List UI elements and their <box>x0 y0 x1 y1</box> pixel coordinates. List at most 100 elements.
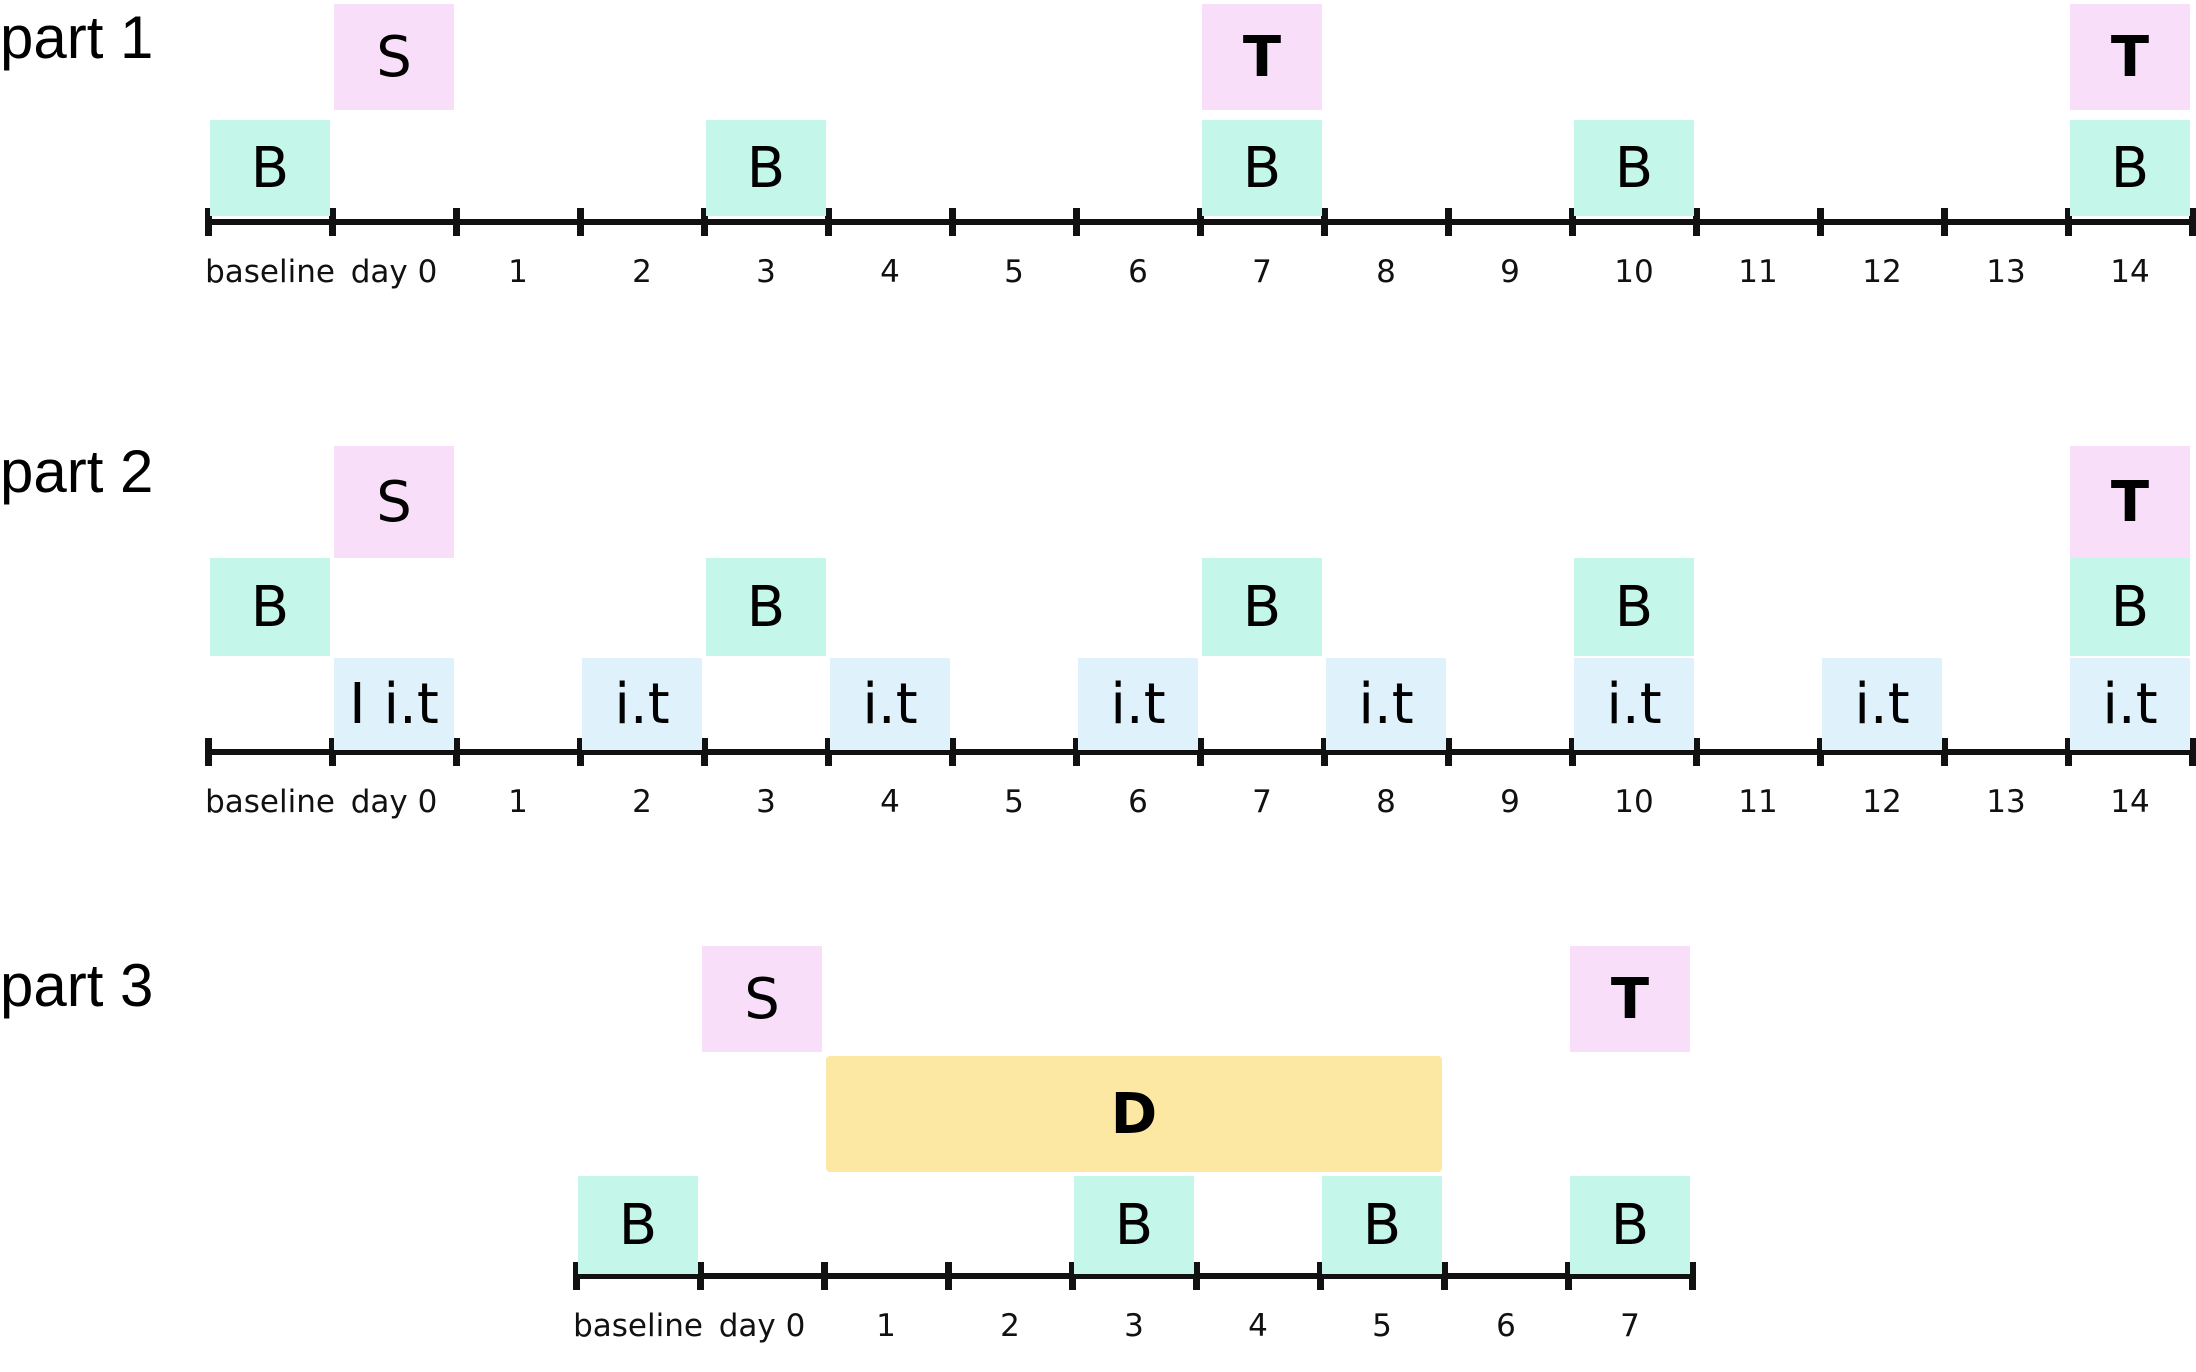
event-box-b: B <box>706 558 826 656</box>
day-label: 7 <box>1252 784 1272 820</box>
axis-tick <box>577 208 584 236</box>
event-box-it: i.t <box>830 658 950 750</box>
day-label: 3 <box>756 784 776 820</box>
day-label: 11 <box>1738 254 1778 290</box>
axis-tick <box>1321 208 1328 236</box>
event-box-b: B <box>2070 558 2190 656</box>
event-box-b: B <box>578 1176 698 1274</box>
axis-tick <box>329 208 336 236</box>
day-label: 5 <box>1004 254 1024 290</box>
day-label: 12 <box>1862 254 1902 290</box>
event-box-t: T <box>2070 4 2190 110</box>
axis-tick <box>2189 208 2196 236</box>
day-label: 7 <box>1620 1308 1640 1344</box>
axis-tick <box>1073 208 1080 236</box>
axis-tick <box>1693 208 1700 236</box>
event-box-it: i.t <box>1822 658 1942 750</box>
event-box-b: B <box>210 120 330 216</box>
day-label: 8 <box>1376 254 1396 290</box>
event-box-b: B <box>2070 120 2190 216</box>
axis-tick <box>701 738 708 766</box>
axis-tick <box>1317 1262 1324 1290</box>
day-label: 4 <box>880 784 900 820</box>
day-label: 2 <box>632 784 652 820</box>
event-box-b: B <box>1322 1176 1442 1274</box>
axis-tick <box>1569 208 1576 236</box>
day-label: day 0 <box>718 1308 806 1344</box>
day-label: 9 <box>1500 254 1520 290</box>
axis-tick <box>1565 1262 1572 1290</box>
axis-tick <box>1941 738 1948 766</box>
axis-tick <box>1817 738 1824 766</box>
event-box-b: B <box>1574 558 1694 656</box>
event-box-b: B <box>1570 1176 1690 1274</box>
event-box-it: i.t <box>1574 658 1694 750</box>
axis-tick <box>949 738 956 766</box>
day-label: 3 <box>1124 1308 1144 1344</box>
day-label: 3 <box>756 254 776 290</box>
day-label: baseline <box>205 254 335 290</box>
day-label: 12 <box>1862 784 1902 820</box>
event-box-t: T <box>1202 4 1322 110</box>
event-box-s: S <box>334 4 454 110</box>
axis-tick <box>2065 208 2072 236</box>
day-label: 4 <box>880 254 900 290</box>
axis-tick <box>1193 1262 1200 1290</box>
axis-tick <box>1817 208 1824 236</box>
axis-tick <box>453 738 460 766</box>
day-label: 2 <box>632 254 652 290</box>
axis-tick <box>825 208 832 236</box>
event-box-b: B <box>706 120 826 216</box>
axis-tick <box>2189 738 2196 766</box>
event-box-it: i.t <box>2070 658 2190 750</box>
day-label: 6 <box>1496 1308 1516 1344</box>
axis-tick <box>1069 1262 1076 1290</box>
axis-tick <box>2065 738 2072 766</box>
day-label: 10 <box>1614 784 1654 820</box>
day-label: 9 <box>1500 784 1520 820</box>
axis-tick <box>577 738 584 766</box>
axis-tick <box>1321 738 1328 766</box>
event-box-s: S <box>334 446 454 558</box>
axis-tick <box>825 738 832 766</box>
axis-tick <box>573 1262 580 1290</box>
axis-tick <box>945 1262 952 1290</box>
day-label: 14 <box>2110 784 2150 820</box>
axis-tick <box>453 208 460 236</box>
axis-tick <box>701 208 708 236</box>
axis-tick <box>1689 1262 1696 1290</box>
day-label: 14 <box>2110 254 2150 290</box>
day-label: 8 <box>1376 784 1396 820</box>
axis-tick <box>949 208 956 236</box>
day-label: 7 <box>1252 254 1272 290</box>
day-label: baseline <box>573 1308 703 1344</box>
axis-tick <box>1569 738 1576 766</box>
day-label: 1 <box>508 254 528 290</box>
part-label: part 3 <box>0 952 154 1019</box>
axis-tick <box>697 1262 704 1290</box>
day-label: baseline <box>205 784 335 820</box>
axis-tick <box>205 738 212 766</box>
axis-tick <box>329 738 336 766</box>
day-label: 1 <box>508 784 528 820</box>
day-label: day 0 <box>350 784 438 820</box>
axis-tick <box>1693 738 1700 766</box>
axis-tick <box>1441 1262 1448 1290</box>
axis-tick <box>821 1262 828 1290</box>
axis-tick <box>1197 208 1204 236</box>
event-box-d: D <box>826 1056 1442 1172</box>
axis-tick <box>1073 738 1080 766</box>
day-label: 2 <box>1000 1308 1020 1344</box>
day-label: 11 <box>1738 784 1778 820</box>
event-box-t: T <box>2070 446 2190 558</box>
axis-tick <box>205 208 212 236</box>
event-box-it: i.t <box>1326 658 1446 750</box>
day-label: 5 <box>1004 784 1024 820</box>
axis-tick <box>1941 208 1948 236</box>
event-box-t: T <box>1570 946 1690 1052</box>
event-box-b: B <box>1574 120 1694 216</box>
day-label: 13 <box>1986 784 2026 820</box>
event-box-b: B <box>1074 1176 1194 1274</box>
day-label: day 0 <box>350 254 438 290</box>
event-box-it: I i.t <box>334 658 454 750</box>
